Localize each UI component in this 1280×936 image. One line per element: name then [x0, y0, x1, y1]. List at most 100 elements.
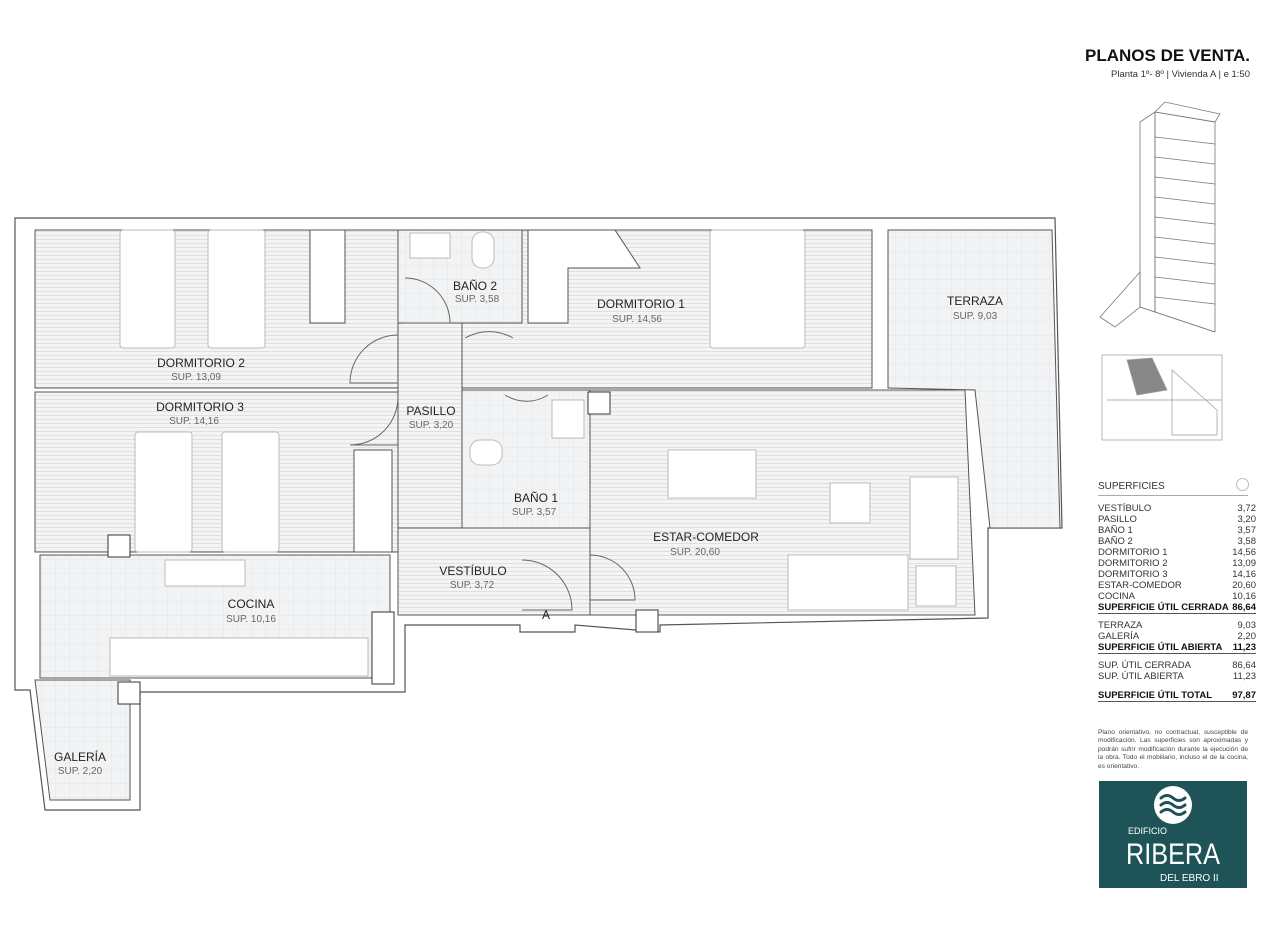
bed — [221, 431, 280, 553]
area-name: COCINA — [1098, 591, 1135, 602]
ribera-logo: EDIFICIO RIBERA DEL EBRO II — [1099, 781, 1247, 888]
room-label: PASILLO — [406, 404, 455, 418]
door-swing — [404, 277, 451, 324]
room-area: SUP. 14,16 — [169, 416, 219, 427]
bed — [207, 229, 266, 349]
area-row: GALERÍA 2,20 — [1098, 631, 1256, 642]
page-title: PLANOS DE VENTA. — [1085, 46, 1250, 65]
wardrobe — [527, 229, 641, 324]
area-row: TERRAZA 9,03 — [1098, 620, 1256, 631]
room-label: TERRAZA — [947, 294, 1003, 308]
area-value: 3,57 — [1237, 525, 1257, 536]
area-name: DORMITORIO 3 — [1098, 569, 1168, 580]
column — [371, 611, 395, 685]
armchair — [909, 476, 959, 560]
area-name: SUP. ÚTIL CERRADA — [1098, 660, 1191, 671]
toilet — [471, 231, 495, 269]
area-value: 14,16 — [1232, 569, 1256, 580]
room-label: VESTÍBULO — [439, 563, 506, 578]
door-swing — [349, 396, 399, 446]
kitchen-counter — [109, 637, 369, 677]
page-subtitle: Planta 1º- 8º | Vivienda A | e 1:50 — [1111, 69, 1250, 80]
waves-icon: EDIFICIO RIBERA DEL EBRO II — [1126, 786, 1220, 884]
room-area: SUP. 3,57 — [512, 507, 557, 518]
area-row: PASILLO 3,20 — [1098, 514, 1256, 525]
room-area: SUP. 2,20 — [58, 766, 103, 777]
area-row: BAÑO 1 3,57 — [1098, 525, 1256, 536]
room-area: SUP. 13,09 — [171, 372, 221, 383]
area-value: 2,20 — [1237, 631, 1257, 642]
room-area: SUP. 3,58 — [455, 294, 500, 305]
room-area: SUP. 14,56 — [612, 314, 662, 325]
area-value: 86,64 — [1232, 602, 1256, 613]
room-label: DORMITORIO 1 — [597, 297, 685, 311]
area-name: DORMITORIO 1 — [1098, 547, 1168, 558]
floor-plan: DORMITORIO 2 SUP. 13,09 DORMITORIO 3 SUP… — [14, 217, 1063, 811]
area-row: SUP. ÚTIL CERRADA 86,64 — [1098, 660, 1256, 671]
room-area: SUP. 3,72 — [450, 580, 495, 591]
area-value: 3,20 — [1237, 514, 1257, 525]
area-name: DORMITORIO 2 — [1098, 558, 1168, 569]
floor-terraza — [887, 229, 1061, 529]
area-value: 14,56 — [1232, 547, 1256, 558]
bed — [119, 229, 176, 349]
superficies-heading: SUPERFICIES — [1098, 481, 1248, 496]
area-value: 11,23 — [1232, 642, 1256, 653]
column — [635, 609, 659, 633]
room-label: ESTAR-COMEDOR — [653, 530, 759, 544]
area-value: 3,58 — [1237, 536, 1257, 547]
area-row: DORMITORIO 1 14,56 — [1098, 547, 1256, 558]
door-swing — [464, 331, 514, 339]
room-area: SUP. 20,60 — [670, 547, 720, 558]
logo-line2: RIBERA — [1126, 838, 1220, 871]
room-label: COCINA — [228, 597, 275, 611]
sink — [551, 399, 585, 439]
logo-line1: EDIFICIO — [1128, 826, 1167, 836]
area-name: SUPERFICIE ÚTIL TOTAL — [1098, 690, 1213, 701]
area-value: 10,16 — [1232, 591, 1256, 602]
area-value: 11,23 — [1232, 671, 1256, 682]
area-name: GALERÍA — [1098, 631, 1140, 642]
room-area: SUP. 9,03 — [953, 311, 998, 322]
area-value: 20,60 — [1232, 580, 1256, 591]
area-row: DORMITORIO 3 14,16 — [1098, 569, 1256, 580]
room-label: BAÑO 2 — [453, 279, 497, 293]
floor-dormitorio-3 — [34, 391, 399, 553]
bed — [709, 229, 806, 349]
wardrobe — [353, 449, 393, 553]
area-name: SUP. ÚTIL ABIERTA — [1098, 671, 1184, 682]
side-table — [829, 482, 871, 524]
area-value: 9,03 — [1237, 620, 1257, 631]
entrance-mark: A — [542, 608, 550, 622]
area-row: BAÑO 2 3,58 — [1098, 536, 1256, 547]
area-name: BAÑO 1 — [1098, 525, 1133, 536]
column — [117, 681, 141, 705]
disclaimer-text: Plano orientativo, no contractual, susce… — [1098, 729, 1248, 770]
area-name: ESTAR-COMEDOR — [1098, 580, 1182, 591]
area-row: SUP. ÚTIL ABIERTA 11,23 — [1098, 671, 1256, 682]
column — [587, 391, 611, 415]
site-key-plan — [1101, 354, 1223, 441]
floor-pasillo — [397, 322, 463, 556]
area-value: 86,64 — [1232, 660, 1256, 671]
area-name: BAÑO 2 — [1098, 536, 1133, 547]
area-value: 3,72 — [1237, 503, 1257, 514]
room-area: SUP. 10,16 — [226, 614, 276, 625]
building-3d-illustration — [1099, 101, 1221, 333]
door-swing — [349, 334, 399, 384]
toilet — [469, 439, 503, 466]
room-label: DORMITORIO 2 — [157, 356, 245, 370]
area-name: PASILLO — [1098, 514, 1137, 525]
sink — [409, 232, 451, 259]
sofa — [787, 554, 909, 611]
area-name: TERRAZA — [1098, 620, 1143, 631]
dining-table — [667, 449, 757, 499]
area-value: 97,87 — [1232, 690, 1256, 701]
doors — [349, 277, 636, 611]
furniture — [107, 229, 959, 705]
room-labels: DORMITORIO 2 SUP. 13,09 DORMITORIO 3 SUP… — [54, 279, 1003, 777]
area-total: SUPERFICIE ÚTIL TOTAL 97,87 — [1098, 690, 1256, 702]
